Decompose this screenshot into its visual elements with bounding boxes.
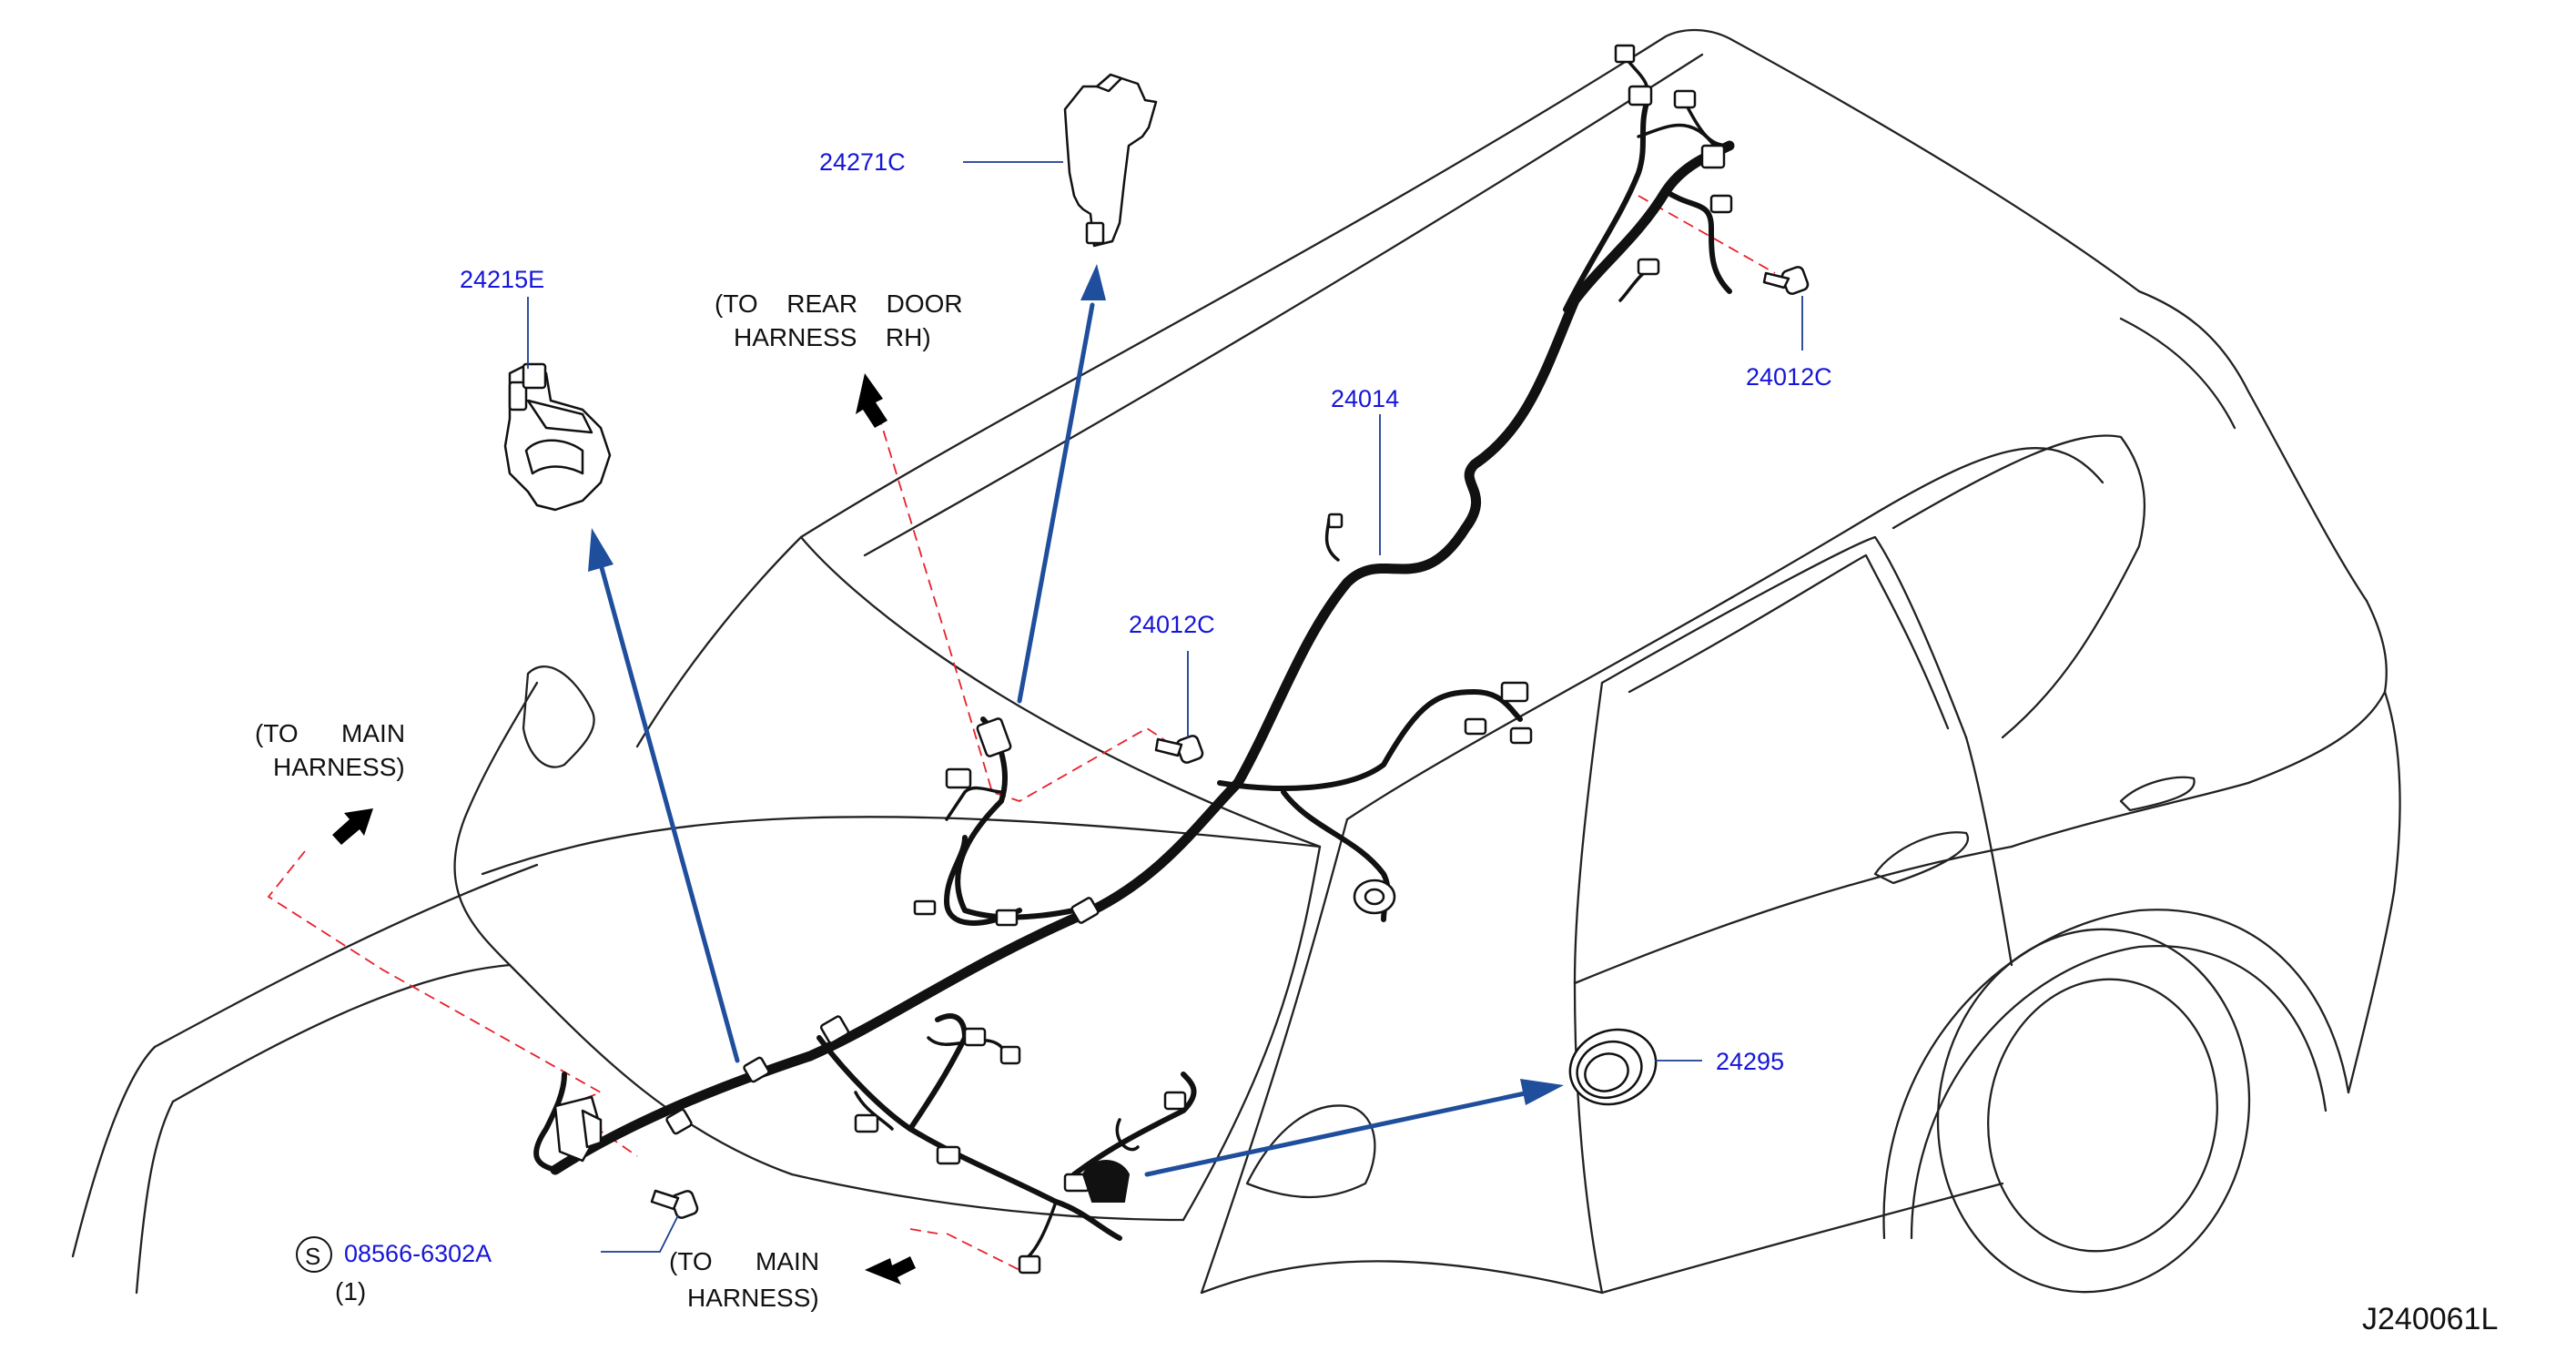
blue-leader-arrows — [588, 264, 1564, 1177]
part-number-labels: 24271C 24215E 24014 24012C 24012C 24295 … — [296, 148, 1832, 1305]
part-24215e-clip — [503, 362, 612, 512]
quantity-08566-6302a: (1) — [335, 1277, 366, 1305]
arrow-to-main-harness-left — [332, 808, 373, 845]
wire-harness-24014 — [533, 48, 1735, 1258]
label-24271c: 24271C — [819, 148, 906, 176]
s-marker-letter: S — [305, 1243, 320, 1270]
harness-connectors — [553, 44, 1733, 1275]
part-24295-grommet — [1568, 1028, 1658, 1106]
note-to-main-left-line1: (TO MAIN — [255, 719, 405, 747]
label-24295: 24295 — [1716, 1048, 1784, 1075]
note-to-main-bottom-line1: (TO MAIN — [669, 1247, 819, 1275]
label-24012c-roof: 24012C — [1746, 363, 1832, 391]
connection-notes: (TO REAR DOOR HARNESS RH) (TO MAIN HARNE… — [255, 290, 963, 1312]
vehicle-body-outline — [71, 28, 2401, 1295]
bolt-24012c-roof — [1762, 266, 1810, 295]
note-to-main-bottom-line2: HARNESS) — [687, 1284, 819, 1312]
part-24271c-bracket — [1063, 73, 1158, 248]
diagram-code: J240061L — [2362, 1302, 2498, 1336]
bolt-24012c-pillar — [1154, 735, 1204, 764]
arrow-to-main-harness-bottom — [865, 1256, 916, 1285]
label-24012c-pillar: 24012C — [1129, 611, 1215, 638]
black-direction-arrows — [332, 373, 916, 1285]
note-to-rear-door-line2: HARNESS RH) — [734, 323, 931, 351]
standard-part-s-marker — [296, 1236, 332, 1273]
note-to-rear-door-line1: (TO REAR DOOR — [715, 290, 963, 318]
bolt-08566-6302a — [650, 1189, 699, 1219]
arrow-to-rear-door-harness — [856, 373, 887, 428]
leader-lines — [527, 161, 1803, 1253]
phantom-dashed-lines — [267, 195, 1776, 1271]
label-24215e: 24215E — [460, 266, 544, 293]
label-08566-6302a: 08566-6302A — [344, 1240, 492, 1267]
label-24014: 24014 — [1331, 385, 1399, 412]
note-to-main-left-line2: HARNESS) — [273, 753, 405, 781]
